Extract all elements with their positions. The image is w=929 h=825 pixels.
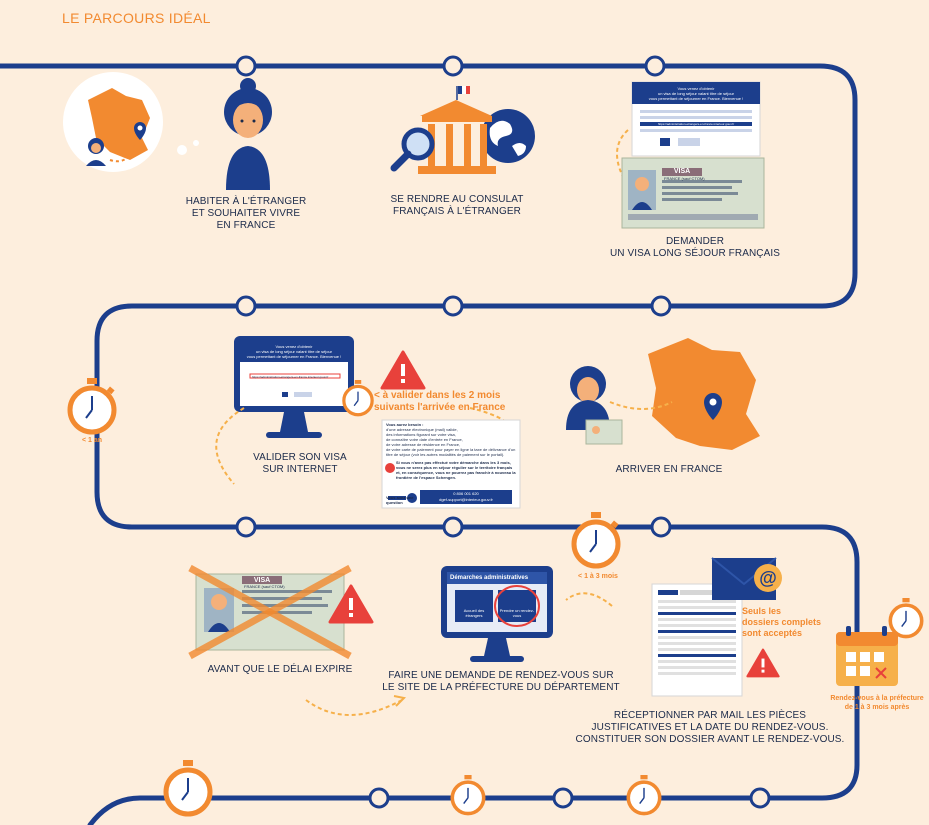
dossiers-warning: Seuls les dossiers complets sont accepté… bbox=[742, 606, 822, 638]
email-link-text: https://administration-etrangers-en-fran… bbox=[657, 122, 735, 126]
stopwatch-icon bbox=[886, 596, 926, 645]
visa-email-card bbox=[631, 81, 761, 157]
route-node bbox=[235, 55, 257, 77]
visa-sticker bbox=[621, 157, 765, 229]
demarches-button[interactable]: Accueil des étrangers bbox=[463, 608, 485, 618]
info-card-content: Vous aurez besoin : d'une adresse électr… bbox=[386, 422, 516, 480]
info-item: de votre adresse de résidence en France, bbox=[386, 442, 461, 447]
visa-country: FRANCE (sauf CTOM) bbox=[664, 176, 705, 181]
info-intro: Vous aurez besoin : bbox=[386, 422, 424, 427]
demarches-title: Démarches administratives bbox=[450, 575, 529, 581]
stopwatch-icon bbox=[340, 378, 376, 423]
route-line bbox=[0, 63, 860, 825]
info-warning: Si vous n'avez pas effectué votre démarc… bbox=[396, 460, 516, 480]
warning-icon bbox=[746, 648, 780, 683]
step-caption: RÉCEPTIONNER PAR MAIL LES PIÈCES JUSTIFI… bbox=[575, 710, 845, 745]
stopwatch-icon bbox=[624, 770, 664, 825]
step-caption: HABITER À L'ÉTRANGER ET SOUHAITER VIVRE … bbox=[185, 196, 307, 231]
france-map-illustration bbox=[63, 72, 163, 172]
route-node bbox=[650, 295, 672, 317]
step-caption: ARRIVER EN FRANCE bbox=[615, 464, 723, 475]
stopwatch-icon bbox=[160, 756, 216, 825]
step-caption: VALIDER SON VISA SUR INTERNET bbox=[253, 452, 347, 475]
dashed-arrow bbox=[215, 407, 245, 485]
warning-text: < à valider dans les 2 mois suivants l'a… bbox=[374, 390, 506, 413]
stopwatch-icon bbox=[448, 770, 488, 825]
route-node bbox=[442, 55, 464, 77]
route-node bbox=[235, 516, 257, 538]
info-mail[interactable]: dgef-support@interieur.gouv.fr bbox=[439, 497, 493, 502]
route-node bbox=[235, 295, 257, 317]
route-node bbox=[368, 787, 390, 809]
expired-visa-country: FRANCE (sauf CTOM) bbox=[244, 584, 285, 589]
svg-text:@: @ bbox=[759, 568, 777, 588]
document-form bbox=[651, 583, 743, 697]
info-item: d'une adresse électronique (mail) valide… bbox=[386, 427, 458, 432]
route-node bbox=[552, 787, 574, 809]
info-item: de connaître votre date d'entrée en Fran… bbox=[386, 437, 463, 442]
computer-monitor bbox=[234, 336, 354, 438]
consulate-illustration bbox=[390, 86, 535, 174]
visa-title: VISA bbox=[673, 168, 691, 175]
stopwatch-icon bbox=[64, 376, 120, 441]
small-person-icon bbox=[86, 138, 137, 166]
expired-visa-title: VISA bbox=[253, 577, 271, 584]
traveler-illustration bbox=[566, 366, 623, 445]
france-map-arrival bbox=[648, 338, 760, 450]
rdv-label: Rendez-vous à la préfecture de 1 à 3 moi… bbox=[830, 695, 924, 711]
monitor-link-text: https://administration-etrangers-en-fran… bbox=[252, 375, 329, 379]
info-question: Vous avez une question bbox=[386, 495, 414, 505]
route-node bbox=[749, 787, 771, 809]
route-node bbox=[650, 516, 672, 538]
dashed-arrow bbox=[305, 699, 403, 716]
thought-bubbles bbox=[177, 140, 199, 155]
email-header-text: Vous venez d'obtenir un visa de long séj… bbox=[648, 86, 744, 101]
demarches-monitor bbox=[441, 566, 553, 662]
step-caption: DEMANDER UN VISA LONG SÉJOUR FRANÇAIS bbox=[609, 236, 781, 259]
warning-icon bbox=[328, 584, 374, 629]
step-caption: AVANT QUE LE DÉLAI EXPIRE bbox=[207, 664, 353, 675]
dashed-arrow bbox=[609, 401, 673, 410]
info-phone[interactable]: 0 806 001 620 bbox=[453, 491, 479, 496]
timer-label: < 1 an bbox=[81, 437, 103, 444]
dashed-arrow bbox=[565, 592, 613, 607]
stopwatch-icon bbox=[568, 510, 624, 575]
monitor-header-text: Vous venez d'obtenir un visa de long séj… bbox=[246, 344, 342, 359]
step-caption: SE RENDRE AU CONSULAT FRANÇAIS À L'ÉTRAN… bbox=[390, 194, 524, 217]
warning-icon bbox=[380, 350, 426, 395]
page-title: LE PARCOURS IDÉAL bbox=[62, 10, 211, 26]
route-node bbox=[442, 295, 464, 317]
step-caption: FAIRE UNE DEMANDE DE RENDEZ-VOUS SUR LE … bbox=[382, 670, 620, 693]
woman-illustration bbox=[224, 78, 272, 190]
info-card bbox=[381, 419, 521, 509]
dashed-arrow bbox=[393, 695, 407, 707]
info-item: des informations figurant sur votre visa… bbox=[386, 432, 456, 437]
route-node bbox=[644, 55, 666, 77]
email-envelope-icon: @ bbox=[711, 557, 782, 600]
info-item: de votre carte de paiement pour payer en… bbox=[386, 447, 516, 457]
timer-label: < 1 à 3 mois bbox=[578, 573, 618, 580]
demarches-rdv-button[interactable]: Prendre un rendez- vous bbox=[499, 608, 535, 618]
calendar-icon bbox=[836, 626, 898, 686]
route-node bbox=[442, 516, 464, 538]
